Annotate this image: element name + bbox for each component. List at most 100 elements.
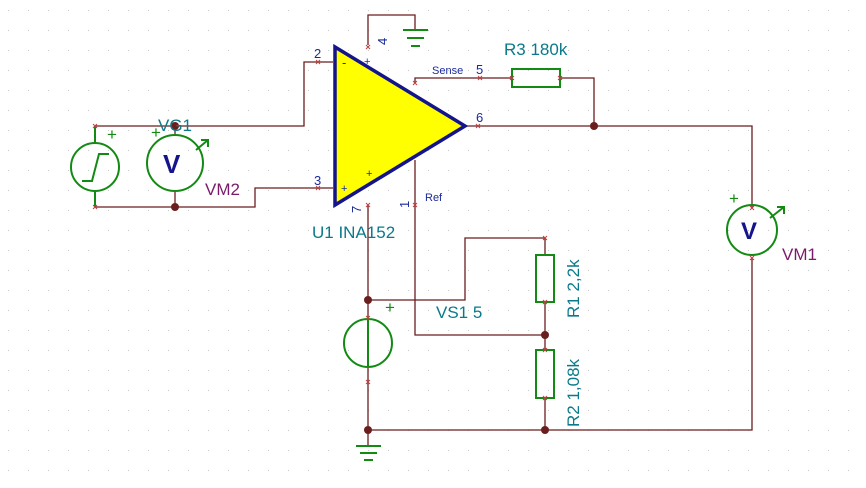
grid-dot bbox=[708, 330, 709, 331]
wire-vm1-bottom[interactable] bbox=[368, 258, 753, 431]
grid-dot bbox=[768, 190, 769, 191]
grid-dot bbox=[648, 270, 649, 271]
grid-dot bbox=[8, 50, 9, 51]
grid-dot bbox=[148, 310, 149, 311]
grid-dot bbox=[748, 130, 749, 131]
grid-dot bbox=[588, 370, 589, 371]
grid-dot bbox=[208, 470, 209, 471]
grid-dot bbox=[728, 270, 729, 271]
grid-dot bbox=[488, 310, 489, 311]
wire-r3-right[interactable] bbox=[560, 77, 595, 126]
grid-dot bbox=[628, 170, 629, 171]
grid-dot bbox=[148, 190, 149, 191]
wire-sense[interactable] bbox=[414, 77, 512, 83]
grid-dot bbox=[228, 370, 229, 371]
grid-dot bbox=[448, 150, 449, 151]
ground-bottom[interactable] bbox=[356, 445, 381, 461]
grid-dot bbox=[268, 330, 269, 331]
grid-dot bbox=[688, 170, 689, 171]
grid-dot bbox=[88, 430, 89, 431]
grid-dot bbox=[788, 130, 789, 131]
grid-dot bbox=[108, 30, 109, 31]
grid-dot bbox=[388, 250, 389, 251]
grid-dot bbox=[568, 310, 569, 311]
vg1-step-source[interactable] bbox=[70, 126, 120, 207]
grid-dot bbox=[788, 390, 789, 391]
grid-dot bbox=[48, 370, 49, 371]
grid-dot bbox=[628, 470, 629, 471]
grid-dot bbox=[268, 50, 269, 51]
grid-dot bbox=[728, 10, 729, 11]
wire-ground-top[interactable] bbox=[367, 14, 416, 45]
grid-dot bbox=[308, 30, 309, 31]
vs1-dc-source[interactable] bbox=[343, 318, 393, 368]
grid-dot bbox=[328, 270, 329, 271]
pin-mark bbox=[365, 44, 371, 50]
u1-opamp[interactable] bbox=[333, 43, 469, 209]
grid-dot bbox=[668, 10, 669, 11]
grid-dot bbox=[248, 150, 249, 151]
wire-r1-top[interactable] bbox=[368, 237, 546, 301]
r3-resistor[interactable] bbox=[511, 68, 561, 88]
grid-dot bbox=[68, 90, 69, 91]
wire-output[interactable] bbox=[465, 125, 753, 208]
grid-dot bbox=[608, 210, 609, 211]
grid-dot bbox=[28, 290, 29, 291]
grid-dot bbox=[348, 270, 349, 271]
grid-dot bbox=[448, 250, 449, 251]
grid-dot bbox=[128, 30, 129, 31]
grid-dot bbox=[348, 250, 349, 251]
grid-dot bbox=[448, 10, 449, 11]
grid-dot bbox=[748, 30, 749, 31]
grid-dot bbox=[128, 470, 129, 471]
grid-dot bbox=[428, 330, 429, 331]
r1-resistor[interactable] bbox=[535, 254, 555, 303]
grid-dot bbox=[228, 410, 229, 411]
grid-dot bbox=[348, 470, 349, 471]
grid-dot bbox=[408, 230, 409, 231]
grid-dot bbox=[788, 210, 789, 211]
grid-dot bbox=[848, 450, 849, 451]
grid-dot bbox=[808, 30, 809, 31]
grid-dot bbox=[608, 50, 609, 51]
grid-dot bbox=[728, 90, 729, 91]
r2-resistor[interactable] bbox=[535, 349, 555, 399]
grid-dot bbox=[808, 110, 809, 111]
vm1-voltmeter[interactable] bbox=[726, 204, 785, 256]
grid-dot bbox=[768, 370, 769, 371]
grid-dot bbox=[708, 250, 709, 251]
grid-dot bbox=[488, 150, 489, 151]
grid-dot bbox=[308, 390, 309, 391]
grid-dot bbox=[508, 410, 509, 411]
grid-dot bbox=[588, 410, 589, 411]
grid-dot bbox=[68, 470, 69, 471]
grid-dot bbox=[628, 250, 629, 251]
grid-dot bbox=[588, 90, 589, 91]
grid-dot bbox=[408, 450, 409, 451]
grid-dot bbox=[28, 130, 29, 131]
grid-dot bbox=[48, 110, 49, 111]
grid-dot bbox=[328, 470, 329, 471]
grid-dot bbox=[528, 170, 529, 171]
grid-dot bbox=[648, 30, 649, 31]
grid-dot bbox=[188, 410, 189, 411]
grid-dot bbox=[608, 190, 609, 191]
wire-vg1-top[interactable] bbox=[95, 61, 333, 127]
grid-dot bbox=[428, 150, 429, 151]
grid-dot bbox=[688, 250, 689, 251]
vm2-voltmeter[interactable] bbox=[146, 134, 209, 192]
grid-dot bbox=[468, 310, 469, 311]
grid-dot bbox=[208, 150, 209, 151]
grid-dot bbox=[848, 270, 849, 271]
grid-dot bbox=[488, 370, 489, 371]
vm1-arrow bbox=[769, 206, 785, 219]
grid-dot bbox=[828, 150, 829, 151]
grid-dot bbox=[728, 310, 729, 311]
ground-top[interactable] bbox=[403, 29, 428, 47]
grid-dot bbox=[268, 150, 269, 151]
grid-dot bbox=[88, 270, 89, 271]
grid-dot bbox=[608, 150, 609, 151]
wire-ref[interactable] bbox=[414, 160, 545, 336]
grid-dot bbox=[308, 330, 309, 331]
grid-dot bbox=[288, 470, 289, 471]
